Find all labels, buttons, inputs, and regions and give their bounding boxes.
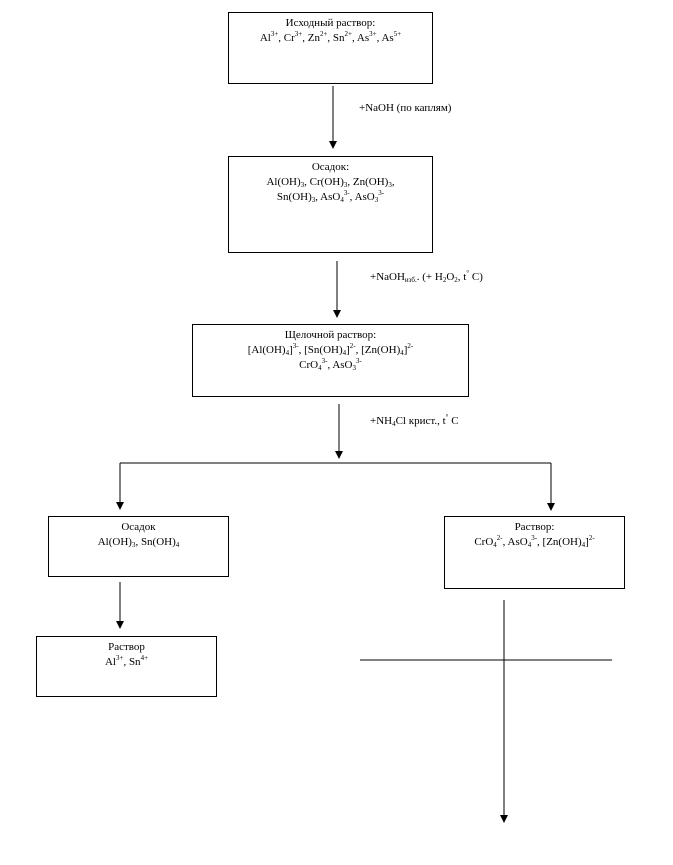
edge-2-label: +NaOHизб.. (+ H2O2, t° C) [370, 269, 483, 284]
node-alkaline-formula-2: CrO43-, AsO33- [299, 357, 362, 372]
node-solution-2-title: Раствор: [514, 521, 555, 533]
node-solution-3: Раствор Al3+, Sn4+ [36, 636, 217, 697]
node-solution-3-title: Раствор [108, 641, 145, 653]
node-precipitate-1-title: Осадок: [311, 161, 350, 173]
edge-1-label: +NaOH (по каплям) [359, 102, 452, 114]
node-solution-2-formula: CrO42-, AsO43-, [Zn(OH)4]2- [474, 534, 595, 549]
node-precipitate-1-formula-1: Al(OH)3, Cr(OH)3, Zn(OH)3, [266, 176, 395, 189]
node-precipitate-1: Осадок: Al(OH)3, Cr(OH)3, Zn(OH)3, Sn(OH… [228, 156, 433, 253]
node-precipitate-2-title: Осадок [121, 521, 156, 533]
node-precipitate-2-formula: Al(OH)3, Sn(OH)4 [97, 536, 180, 549]
node-initial-formula: Al3+, Cr3+, Zn2+, Sn2+, As3+, As5+ [259, 30, 402, 45]
node-alkaline-solution: Щелочной раствор: [Al(OH)4]3-, [Sn(OH)4]… [192, 324, 469, 397]
node-precipitate-2: Осадок Al(OH)3, Sn(OH)4 [48, 516, 229, 577]
edge-3-label: +NH4Cl крист., t° C [370, 413, 459, 428]
node-solution-3-formula: Al3+, Sn4+ [104, 654, 149, 669]
node-initial-title: Исходный раствор: [285, 17, 376, 29]
node-solution-2: Раствор: CrO42-, AsO43-, [Zn(OH)4]2- [444, 516, 625, 589]
node-alkaline-formula-1: [Al(OH)4]3-, [Sn(OH)4]2-, [Zn(OH)4]2- [247, 342, 414, 357]
node-initial-solution: Исходный раствор: Al3+, Cr3+, Zn2+, Sn2+… [228, 12, 433, 84]
node-precipitate-1-formula-2: Sn(OH)3, AsO43-, AsO33- [276, 189, 385, 204]
node-alkaline-title: Щелочной раствор: [284, 329, 377, 341]
